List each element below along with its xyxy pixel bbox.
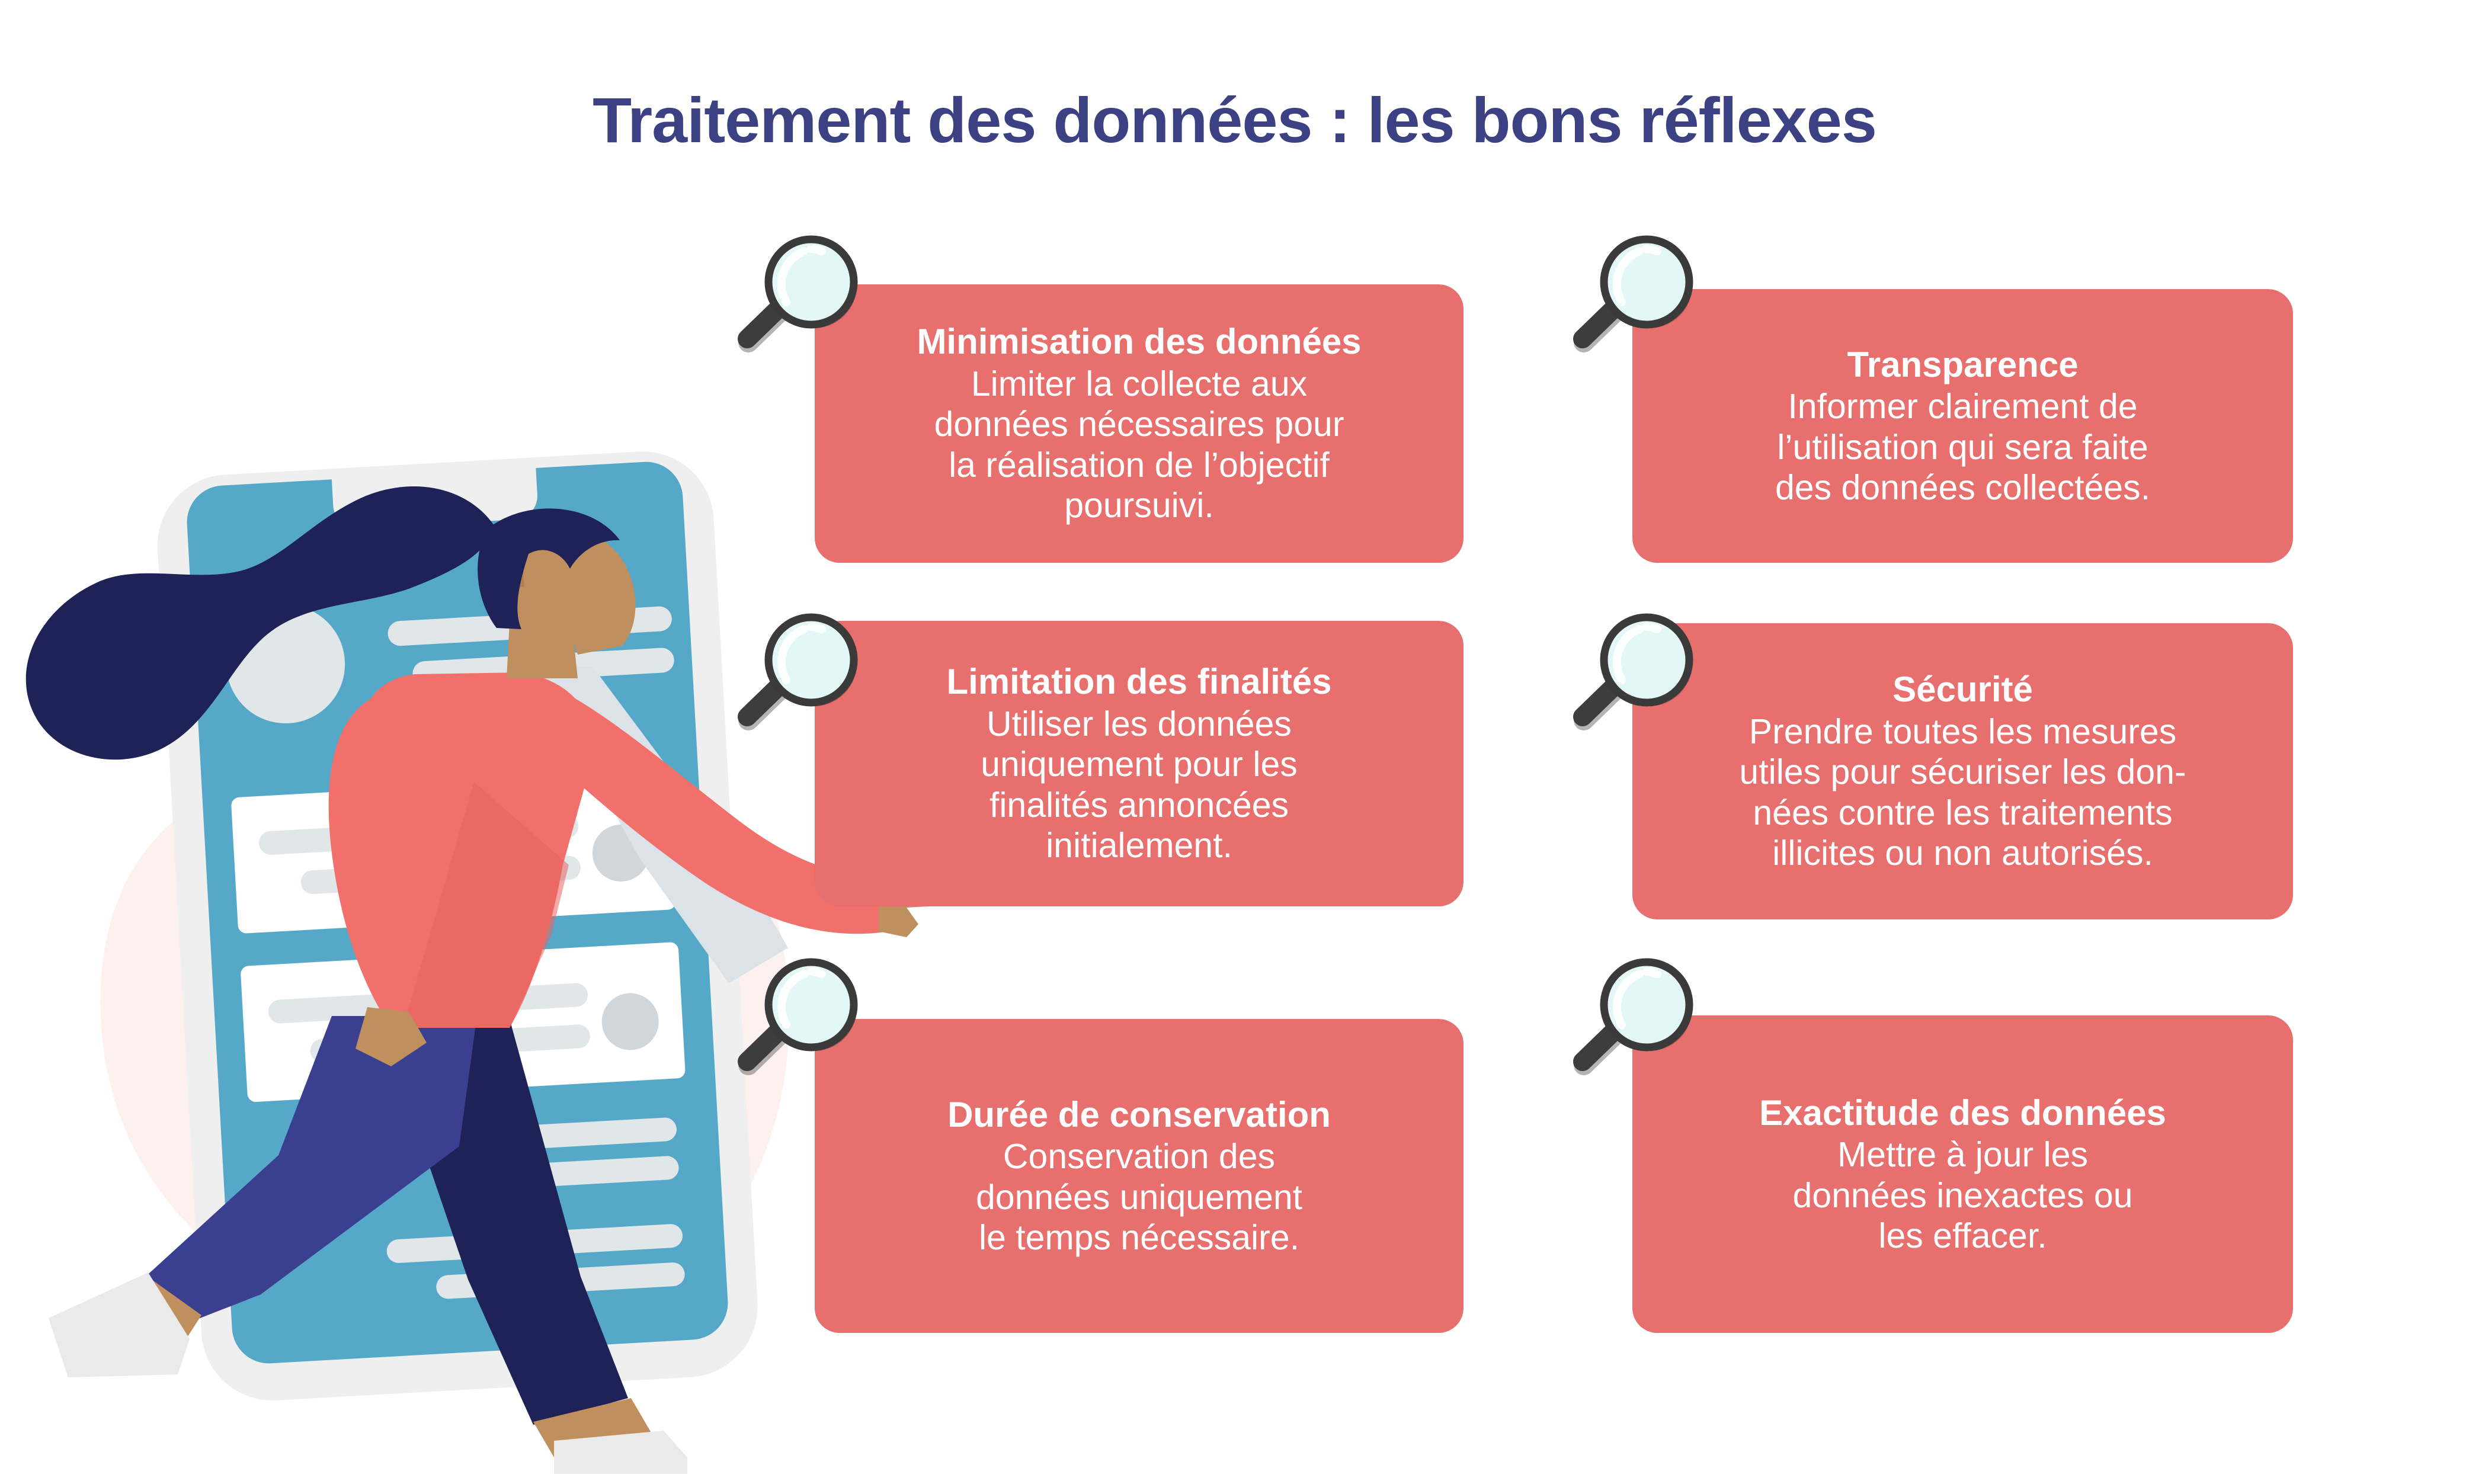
card-body: Prendre toutes les mesures utiles pour s… bbox=[1739, 711, 2186, 873]
card-minimisation-des-donnees[interactable]: Minimisation des données Limiter la coll… bbox=[815, 284, 1464, 563]
card-body: Utiliser les données uniquement pour les… bbox=[981, 704, 1298, 866]
woman-character bbox=[25, 486, 948, 1474]
card-title: Minimisation des données bbox=[917, 322, 1362, 362]
card-title: Transparence bbox=[1847, 344, 2079, 384]
card-transparence[interactable]: Transparence Informer clairement de l’ut… bbox=[1632, 289, 2293, 563]
card-title: Sécurité bbox=[1892, 669, 2033, 710]
card-exactitude-des-donnees[interactable]: Exactitude des données Mettre à jour les… bbox=[1632, 1015, 2293, 1333]
card-body: Limiter la collecte aux données nécessai… bbox=[934, 364, 1344, 525]
card-title: Exactitude des données bbox=[1759, 1092, 2166, 1133]
card-title: Durée de conservation bbox=[947, 1094, 1331, 1134]
card-title: Limitation des finalités bbox=[946, 662, 1332, 702]
card-body: Conservation des données uniquement le t… bbox=[975, 1137, 1303, 1258]
illustration-woman-with-smartphone bbox=[0, 450, 948, 1481]
card-limitation-des-finalites[interactable]: Limitation des finalités Utiliser les do… bbox=[815, 621, 1464, 906]
card-securite[interactable]: Sécurité Prendre toutes les mesures util… bbox=[1632, 623, 2293, 919]
card-duree-de-conservation[interactable]: Durée de conservation Conservation des d… bbox=[815, 1019, 1464, 1333]
card-body: Mettre à jour les données inexactes ou l… bbox=[1792, 1135, 2133, 1256]
page-title: Traitement des données : les bons réflex… bbox=[593, 84, 1877, 156]
card-body: Informer clairement de l’utilisation qui… bbox=[1775, 387, 2151, 508]
